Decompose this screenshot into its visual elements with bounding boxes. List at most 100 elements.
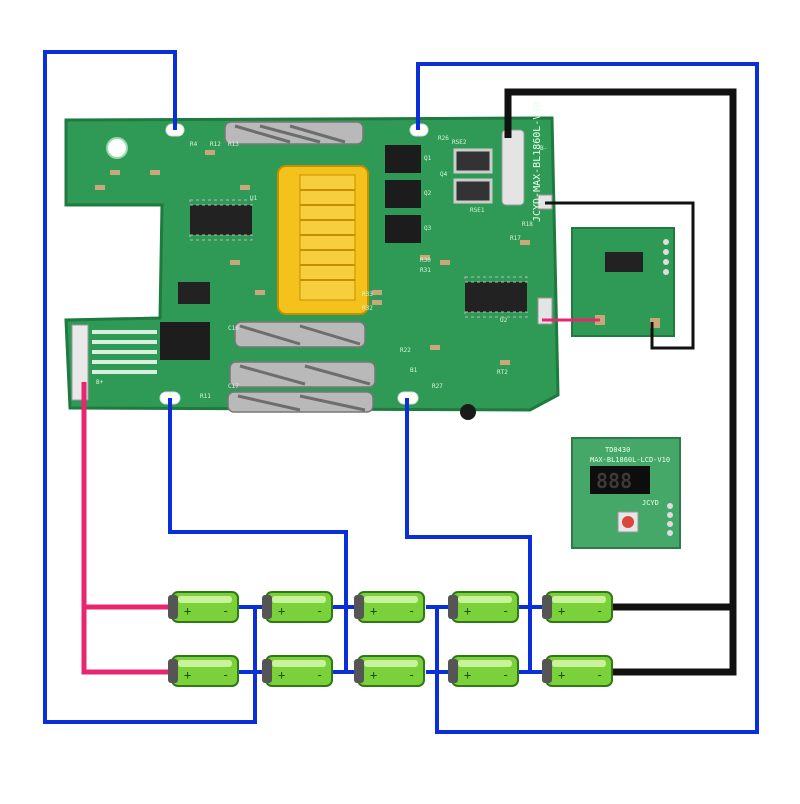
battery-cell-shine: [272, 660, 326, 667]
battery-cell-plus: +: [558, 668, 565, 682]
shunt-rse2: [453, 148, 493, 174]
component-label: R4: [190, 141, 198, 148]
cell-links: [238, 605, 546, 674]
battery-cell-terminal: [448, 659, 458, 683]
battery-cell-minus: -: [222, 604, 229, 618]
battery-cell-terminal: [542, 595, 552, 619]
battery-cell-shine: [458, 596, 512, 603]
battery-cell-shine: [458, 660, 512, 667]
battery-cell-terminal: [542, 659, 552, 683]
battery-cells: +-+-+-+-+-+-+-+-+-+-: [168, 591, 613, 687]
main-board-model-label: JCYD-MAX-BL1860L-V10: [532, 102, 543, 222]
wire-blue-bottom-right: [405, 398, 532, 670]
lcd-board-pins: [667, 503, 673, 536]
battery-cell-shine: [364, 596, 418, 603]
battery-cell-shine: [178, 660, 232, 667]
component-label: Q1: [424, 155, 432, 162]
component-label: RSE2: [452, 139, 467, 146]
mosfet-q1: [385, 145, 421, 173]
battery-cell: +-: [542, 655, 613, 687]
battery-cell: +-: [542, 591, 613, 623]
battery-cell-shine: [364, 660, 418, 667]
side-pad: [537, 297, 553, 325]
mounting-hole: [106, 137, 128, 159]
battery-cell-plus: +: [464, 668, 471, 682]
battery-cell-minus: -: [502, 668, 509, 682]
component-label: U2: [500, 317, 508, 324]
component-label: U1: [250, 195, 258, 202]
smd-parts: [95, 150, 530, 365]
component-label: Q3: [424, 225, 432, 232]
main-pcb: JCYD-MAX-BL1860L-V10 R4R12R13RSE2R26R18Q…: [64, 102, 560, 420]
battery-cell: +-: [168, 655, 239, 687]
balance-board: [571, 227, 675, 337]
wire-black-balance: [545, 201, 695, 350]
wire-blue-top-right-loop: [416, 62, 759, 734]
component-label: R12: [210, 141, 221, 148]
lcd-display: [590, 466, 650, 494]
battery-cell-plus: +: [278, 668, 285, 682]
component-label: R22: [400, 347, 411, 354]
battery-cell-plus: +: [278, 604, 285, 618]
balance-board-pins: [663, 239, 669, 275]
battery-cell-shine: [552, 596, 606, 603]
battery-cell-minus: -: [316, 668, 323, 682]
battery-cell: +-: [448, 591, 519, 623]
component-label: B1: [410, 367, 418, 374]
battery-cell-terminal: [354, 595, 364, 619]
wires: [43, 50, 759, 734]
battery-cell-shine: [272, 596, 326, 603]
component-label: RT2: [497, 369, 508, 376]
lcd-board-code-label: TD0430: [605, 446, 630, 454]
battery-cell-plus: +: [464, 604, 471, 618]
component-label: R11: [200, 393, 211, 400]
battery-cell: +-: [354, 591, 425, 623]
battery-cell: +-: [354, 655, 425, 687]
component-label: C17: [228, 383, 239, 390]
component-label: R30: [420, 257, 431, 264]
battery-cell-shine: [552, 660, 606, 667]
thermistor: [460, 404, 476, 420]
wire-blue-left-loop: [43, 50, 257, 724]
battery-cell-plus: +: [370, 668, 377, 682]
battery-cell-plus: +: [184, 668, 191, 682]
component-label: R13: [228, 141, 239, 148]
top-terminal-clip: [224, 121, 364, 145]
battery-cell-minus: -: [502, 604, 509, 618]
component-label: R17: [510, 235, 521, 242]
battery-cell-terminal: [354, 659, 364, 683]
shunt-rse1: [453, 178, 493, 204]
component-label: Q2: [424, 190, 432, 197]
battery-cell: +-: [448, 655, 519, 687]
battery-cell-minus: -: [408, 604, 415, 618]
battery-cell-shine: [178, 596, 232, 603]
bottom-terminal-clip: [227, 321, 376, 413]
balance-board-pad: [650, 318, 660, 328]
battery-cell-terminal: [168, 659, 178, 683]
component-label: C16: [228, 325, 239, 332]
component-label: RSE1: [470, 207, 485, 214]
battery-cell-plus: +: [184, 604, 191, 618]
chip-u1: [189, 199, 253, 241]
component-label: Q4: [440, 171, 448, 178]
component-label: B+: [96, 379, 104, 386]
small-chip: [178, 282, 210, 304]
lcd-board: TD0430 MAX-BL1860L-LCD-V10 888 JCYD: [571, 437, 681, 549]
mosfet-q3: [385, 215, 421, 243]
battery-cell-terminal: [262, 659, 272, 683]
battery-cell: +-: [168, 591, 239, 623]
yellow-connector: [277, 165, 369, 315]
battery-cell-minus: -: [316, 604, 323, 618]
wire-black-main: [504, 88, 737, 676]
battery-cell-terminal: [168, 595, 178, 619]
battery-cell: +-: [262, 591, 333, 623]
component-label: R27: [432, 383, 443, 390]
component-label: R32: [362, 305, 373, 312]
lcd-board-model-label: MAX-BL1860L-LCD-V10: [590, 456, 670, 464]
battery-cell-terminal: [448, 595, 458, 619]
b-minus-tab: [501, 129, 525, 206]
wire-pink-b-plus: [81, 382, 172, 675]
b-plus-pad: [71, 324, 89, 401]
